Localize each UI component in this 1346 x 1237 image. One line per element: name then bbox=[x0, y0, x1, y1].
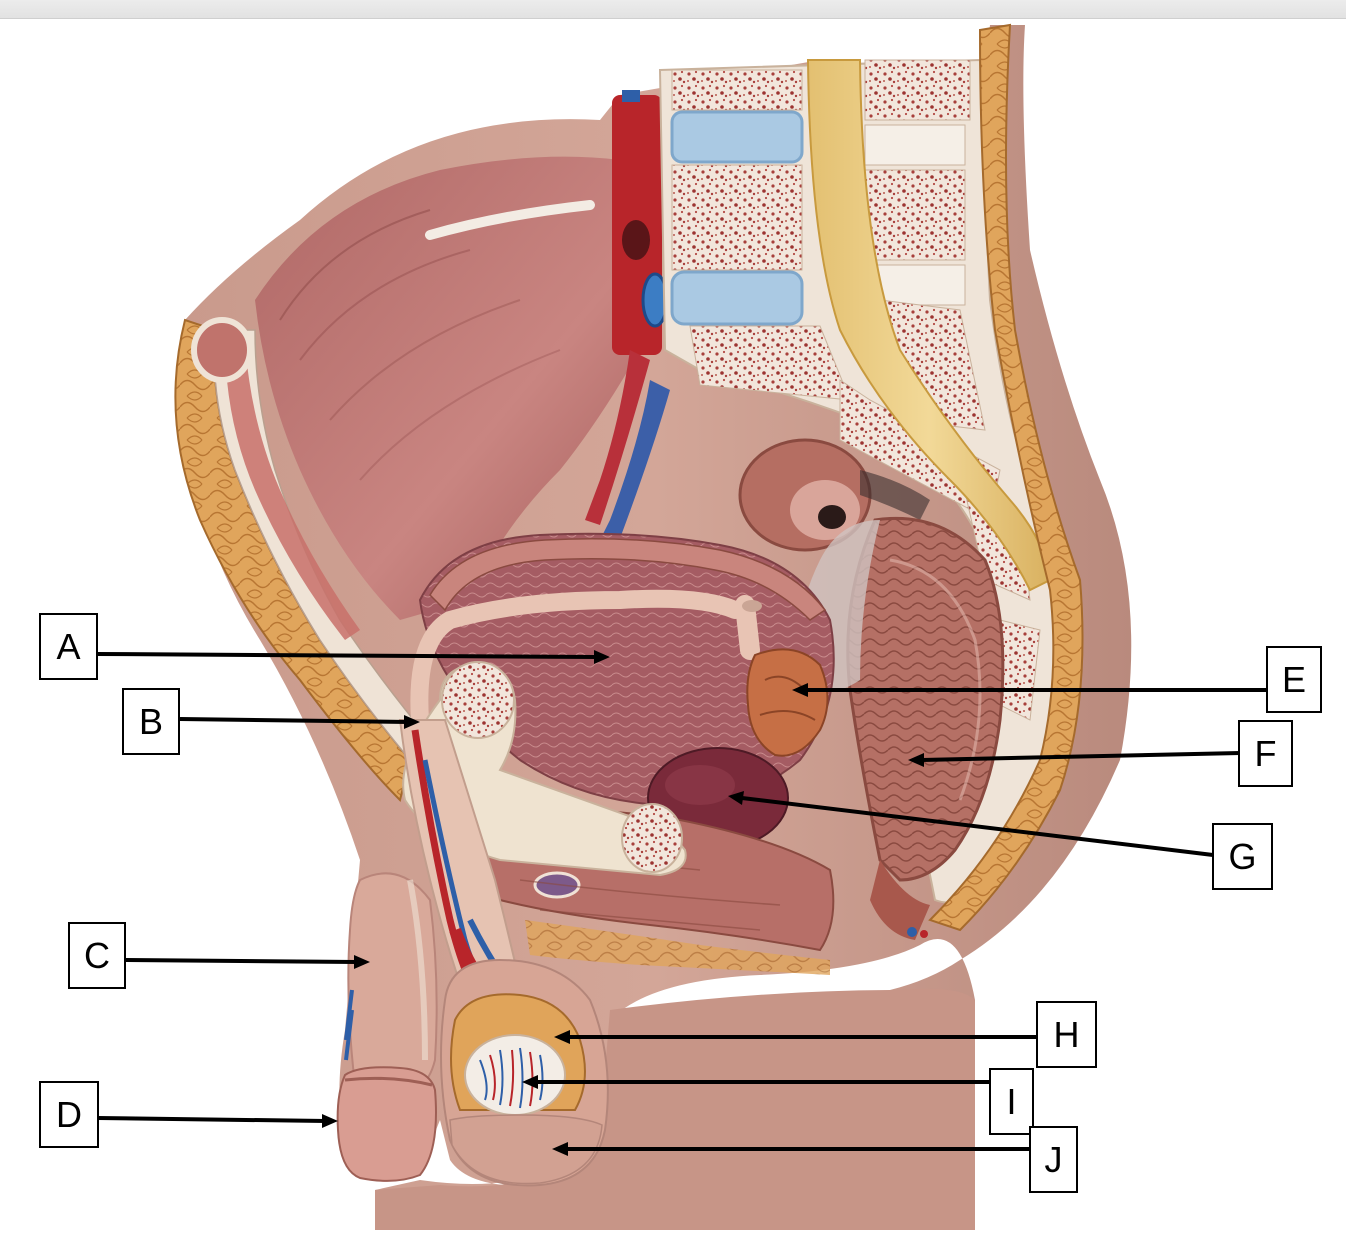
arrowhead-e bbox=[792, 683, 808, 697]
arrowhead-j bbox=[552, 1142, 568, 1156]
window-top-strip bbox=[0, 0, 1346, 19]
label-i: I bbox=[989, 1068, 1034, 1135]
arrowhead-h bbox=[554, 1030, 570, 1044]
arrowhead-c bbox=[354, 955, 370, 969]
arrowhead-f bbox=[908, 753, 924, 767]
label-a: A bbox=[39, 613, 98, 680]
arrow-b bbox=[179, 717, 409, 724]
arrow-c bbox=[125, 958, 357, 964]
label-d: D bbox=[39, 1081, 99, 1148]
arrowhead-i bbox=[522, 1075, 538, 1089]
label-g: G bbox=[1212, 823, 1273, 890]
arrows-group bbox=[96, 652, 1268, 1151]
label-j: J bbox=[1029, 1126, 1078, 1193]
arrowhead-d bbox=[322, 1114, 338, 1128]
arrowhead-b bbox=[404, 715, 420, 729]
arrow-g bbox=[741, 796, 1214, 857]
label-e: E bbox=[1266, 646, 1322, 713]
arrowhead-g bbox=[728, 791, 744, 805]
label-b: B bbox=[122, 688, 180, 755]
arrowheads-group bbox=[322, 650, 924, 1156]
label-c: C bbox=[68, 922, 126, 989]
arrow-f bbox=[921, 751, 1241, 762]
label-f: F bbox=[1238, 720, 1293, 787]
arrow-a bbox=[96, 652, 597, 659]
label-h: H bbox=[1036, 1001, 1097, 1068]
arrowhead-a bbox=[594, 650, 610, 664]
arrow-d bbox=[97, 1116, 327, 1123]
